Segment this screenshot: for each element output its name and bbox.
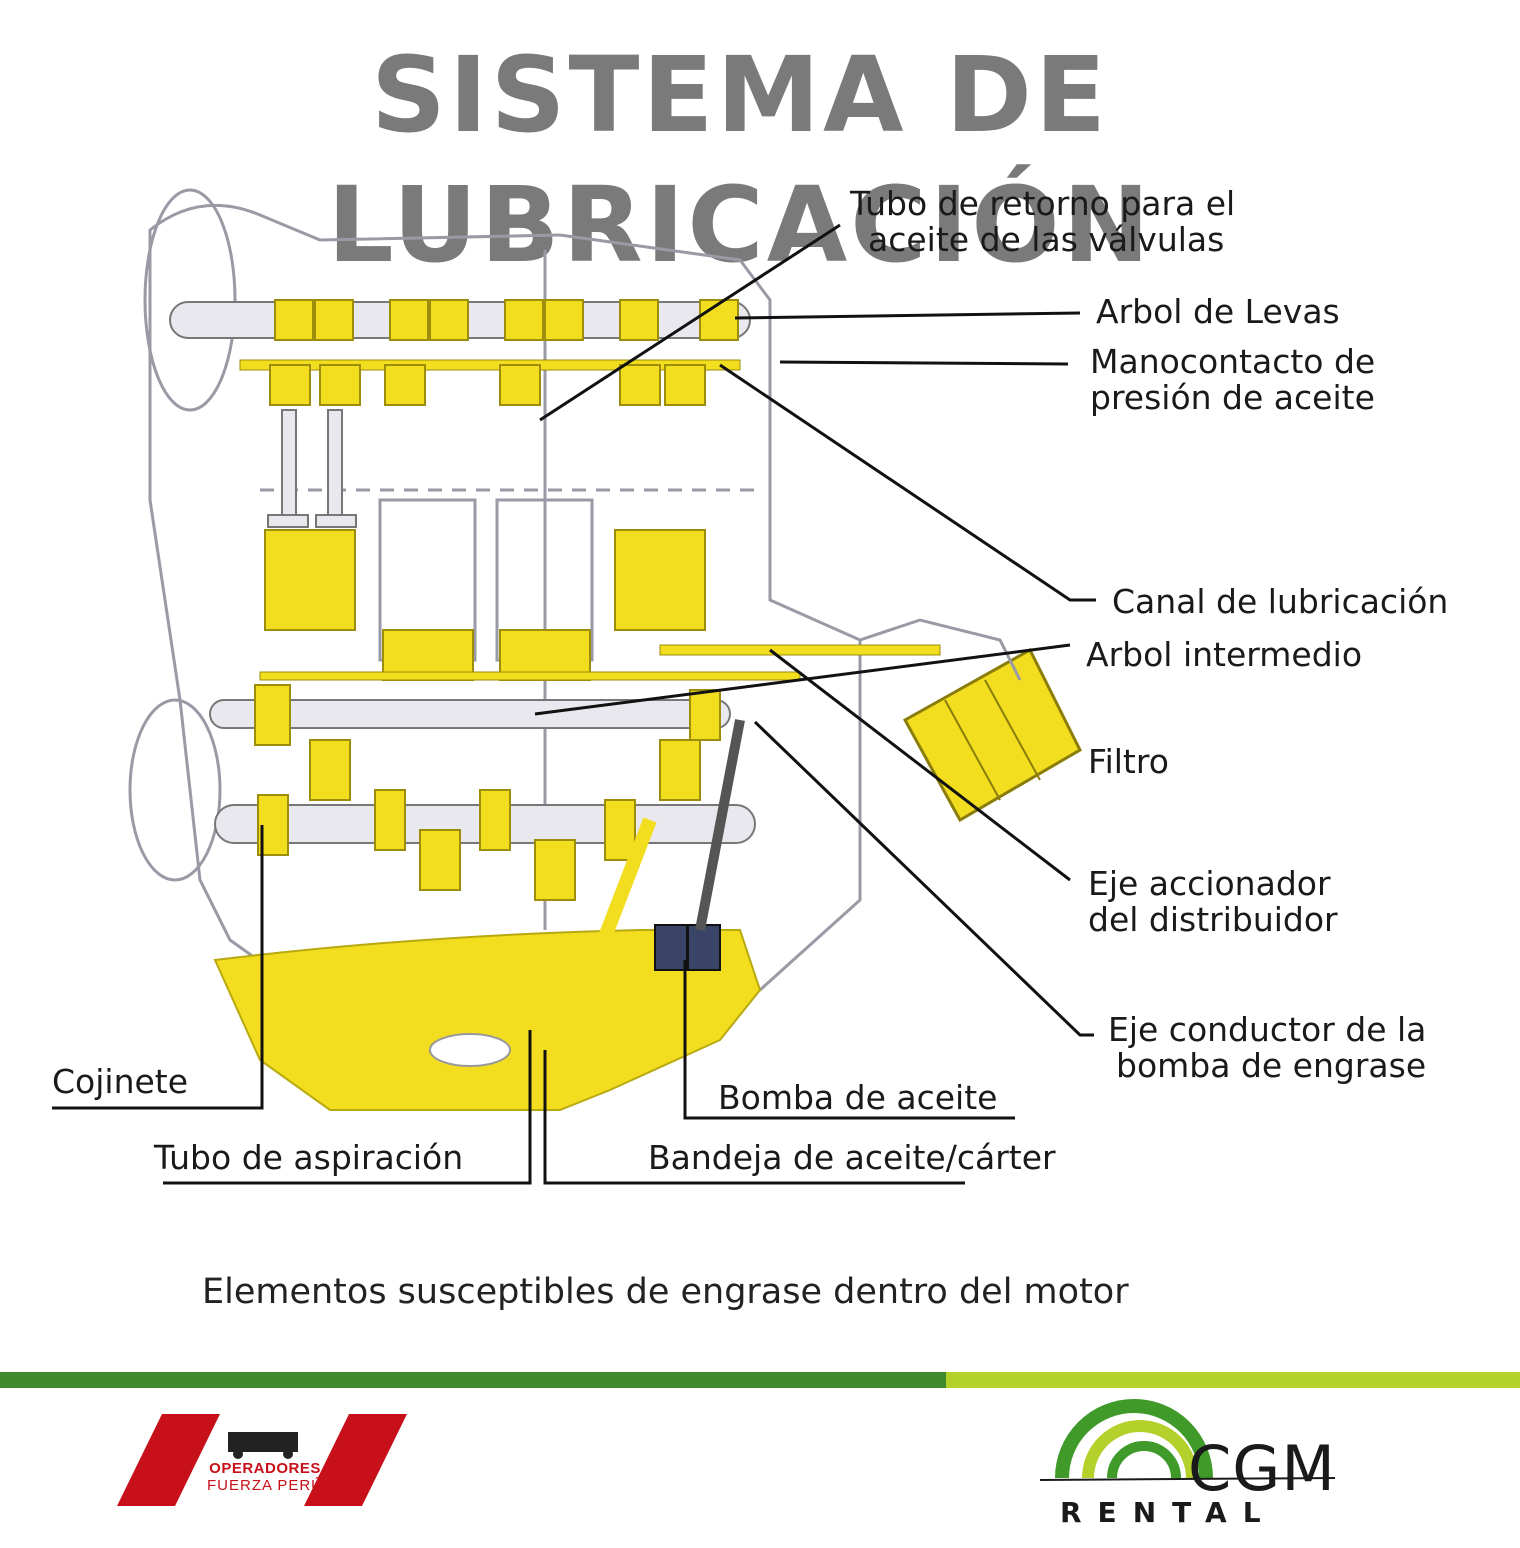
leader-eje-conductor <box>753 720 1094 1037</box>
footer-bar-dark <box>0 1372 946 1388</box>
label-filtro: Filtro <box>1088 742 1169 781</box>
operadores-logo <box>117 1414 407 1506</box>
label-bomba: Bomba de aceite <box>718 1078 998 1117</box>
label-cojinete: Cojinete <box>52 1062 189 1101</box>
leader-eje-accionador <box>769 648 1071 882</box>
camshaft <box>169 299 751 406</box>
leader-tubo-aspiracion <box>163 1030 532 1185</box>
operadores-logo-text: OPERADORES FUERZA PERÚ <box>206 1460 323 1494</box>
leader-cojinete <box>52 825 264 1110</box>
label-arbol-intermedio: Arbol intermedio <box>1086 635 1363 674</box>
label-manocontacto: Manocontacto de presión de aceite <box>1090 342 1376 417</box>
label-arbol-levas: Arbol de Levas <box>1096 292 1340 331</box>
crankshaft <box>214 739 756 901</box>
oil-pump <box>515 719 745 1035</box>
label-tubo-aspiracion: Tubo de aspiración <box>154 1138 464 1177</box>
leader-manocontacto <box>779 360 1069 366</box>
leader-lines <box>52 223 1096 1185</box>
cgm-logo-sub: RENTAL <box>1060 1496 1277 1529</box>
oil-filter <box>859 618 1082 823</box>
valves <box>267 409 357 528</box>
label-bandeja: Bandeja de aceite/cárter <box>648 1138 1056 1177</box>
label-canal: Canal de lubricación <box>1112 582 1449 621</box>
footer-bar-light <box>946 1372 1520 1388</box>
page-title: SISTEMA DE LUBRICACIÓN <box>327 34 1153 286</box>
leader-arbol-intermedio <box>534 643 1071 716</box>
label-tubo-retorno: Tubo de retorno para el aceite de las vá… <box>850 184 1236 259</box>
leader-arbol-levas <box>734 311 1081 320</box>
leader-canal <box>719 363 1096 602</box>
oil-pan <box>213 929 762 1111</box>
caption: Elementos susceptibles de engrase dentro… <box>202 1272 1129 1312</box>
leader-bandeja <box>543 1050 965 1185</box>
leader-bomba <box>683 960 1015 1120</box>
label-eje-accionador: Eje accionador del distribuidor <box>1088 864 1338 939</box>
cgm-logo-arcs <box>1039 1399 1336 1481</box>
cgm-logo-name: CGM <box>1188 1432 1336 1505</box>
label-eje-conductor: Eje conductor de la bomba de engrase <box>1108 1010 1427 1085</box>
leader-tubo-retorno <box>539 223 841 422</box>
pistons <box>264 529 706 681</box>
intermediate-shaft <box>209 644 941 746</box>
